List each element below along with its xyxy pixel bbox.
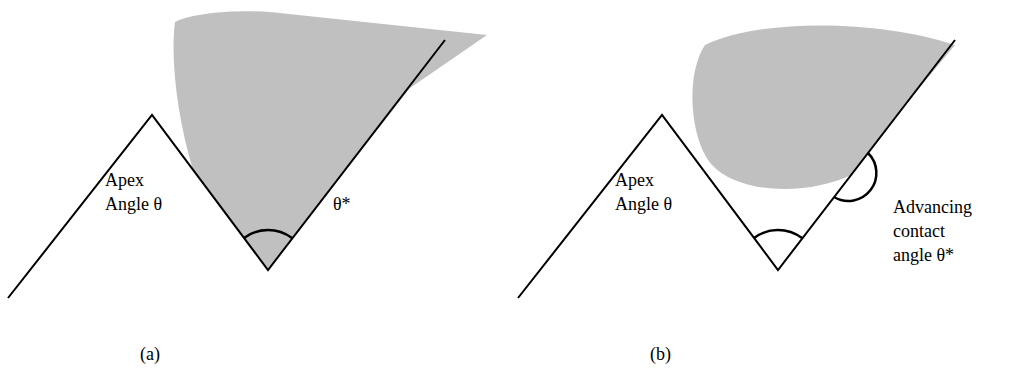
panel-label: (b) [650,342,690,366]
angle-arc [754,230,802,238]
surface-profile [8,40,445,298]
angle-label: Apex Angle θ [615,168,685,216]
angle-arc [244,230,292,238]
surface-profile [518,40,955,298]
angle-label: θ* [333,192,373,216]
angle-label: Advancing contact angle θ* [893,195,983,267]
droplet [692,25,955,188]
contact-angle-arc [834,153,876,201]
liquid-fill [174,11,487,270]
angle-label: Apex Angle θ [105,168,175,216]
panel-label: (a) [140,342,180,366]
